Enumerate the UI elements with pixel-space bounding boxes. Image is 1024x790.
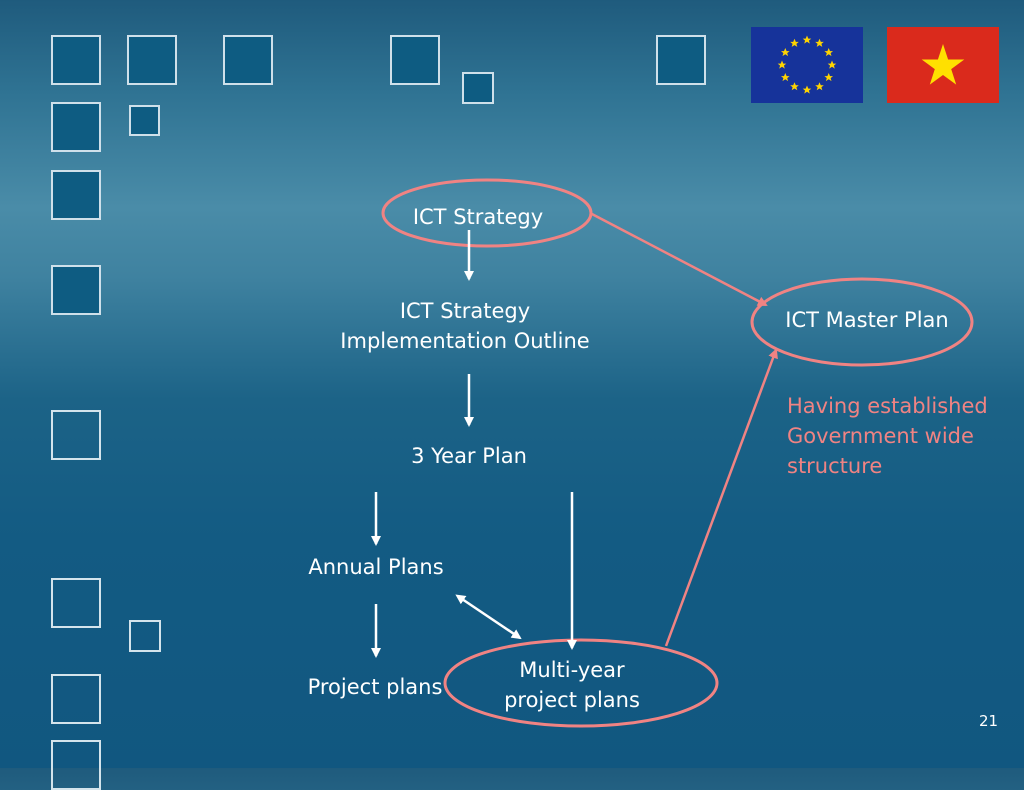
- arrow-strategy-to-master-plan: [589, 211, 768, 307]
- annotation-note-line3: structure: [787, 454, 883, 478]
- node-implementation-outline-line1: ICT Strategy: [399, 299, 531, 323]
- deco-square: [129, 105, 160, 136]
- deco-square: [51, 170, 101, 220]
- annotation-note-line2: Government wide: [787, 424, 974, 448]
- node-multi-year-line1: Multi-year: [519, 658, 625, 682]
- arrow-multi-year-to-master-plan: [664, 348, 778, 647]
- arrow-annual-multi-year-bidirectional: [455, 594, 522, 640]
- deco-square: [51, 578, 101, 628]
- deco-square: [656, 35, 706, 85]
- node-ict-master-plan-label: ICT Master Plan: [785, 308, 949, 332]
- node-project-plans: Project plans: [308, 672, 443, 702]
- diagram-connectors: [371, 178, 974, 728]
- node-implementation-outline: ICT Strategy Implementation Outline: [340, 296, 589, 356]
- annotation-note: Having established Government wide struc…: [787, 391, 988, 481]
- annotation-note-line1: Having established: [787, 394, 988, 418]
- node-multi-year-line2: project plans: [504, 688, 640, 712]
- node-three-year-plan-label: 3 Year Plan: [411, 444, 527, 468]
- multi-year-ellipse: [443, 638, 719, 728]
- node-annual-plans: Annual Plans: [308, 552, 443, 582]
- node-ict-strategy-label: ICT Strategy: [412, 205, 544, 229]
- node-ict-strategy: ICT Strategy: [413, 202, 543, 232]
- deco-square: [129, 620, 161, 652]
- page-number: 21: [979, 712, 999, 730]
- deco-square: [390, 35, 440, 85]
- node-ict-master-plan: ICT Master Plan: [785, 305, 948, 335]
- eu-flag-icon: [751, 27, 863, 103]
- node-three-year-plan: 3 Year Plan: [411, 441, 527, 471]
- deco-square: [462, 72, 494, 104]
- deco-square: [51, 35, 101, 85]
- master-plan-ellipse: [750, 277, 974, 367]
- deco-square: [51, 265, 101, 315]
- deco-square: [51, 410, 101, 460]
- deco-square: [127, 35, 177, 85]
- node-project-plans-label: Project plans: [307, 675, 443, 699]
- deco-square: [51, 102, 101, 152]
- node-annual-plans-label: Annual Plans: [308, 555, 444, 579]
- deco-square: [223, 35, 273, 85]
- vietnam-flag-icon: [887, 27, 999, 103]
- node-implementation-outline-line2: Implementation Outline: [340, 329, 590, 353]
- node-multi-year-project-plans: Multi-year project plans: [504, 655, 640, 715]
- deco-square: [51, 674, 101, 724]
